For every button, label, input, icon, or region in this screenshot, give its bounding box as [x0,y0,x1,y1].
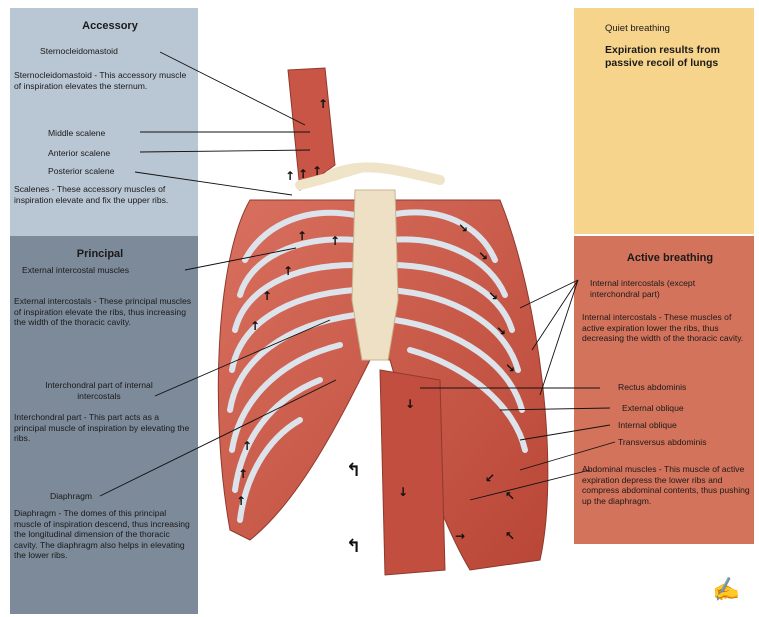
interchondral-label: Interchondral part of internal intercost… [34,380,164,401]
svg-text:↰: ↰ [346,536,361,557]
middle-scalene-label: Middle scalene [48,128,105,139]
external-intercostal-label: External intercostal muscles [22,265,129,276]
artist-signature: ✍ [710,576,741,605]
internal-intercostal-note: Internal intercostals - These muscles of… [582,312,752,344]
abdominal-muscles-note: Abdominal muscles - This muscle of activ… [582,464,752,506]
principal-header: Principal [50,248,150,260]
svg-text:↓: ↓ [398,485,408,499]
svg-text:↘: ↘ [488,289,498,303]
svg-text:↑: ↑ [250,319,260,333]
scm-note: Sternocleidomastoid - This accessory mus… [14,70,194,91]
active-header: Active breathing [610,252,730,264]
accessory-header: Accessory [60,20,160,32]
quiet-header: Quiet breathing [605,24,670,35]
scalenes-note: Scalenes - These accessory muscles of in… [14,184,192,205]
svg-text:↑: ↑ [283,264,293,278]
svg-text:↑: ↑ [312,164,322,178]
diaphragm-note: Diaphragm - The domes of this principal … [14,508,194,561]
sternum [352,190,398,360]
svg-text:↙: ↙ [485,471,495,485]
rectus-abdominis-label: Rectus abdominis [618,382,686,393]
anterior-scalene-label: Anterior scalene [48,148,110,159]
svg-text:↑: ↑ [297,229,307,243]
svg-text:↑: ↑ [238,467,248,481]
diaphragm-label: Diaphragm [50,491,92,502]
svg-text:↑: ↑ [330,234,340,248]
quiet-note: Expiration results from passive recoil o… [605,44,735,70]
svg-text:↑: ↑ [285,169,295,183]
internal-intercostal-label: Internal intercostals (except interchond… [590,278,740,299]
svg-text:↘: ↘ [505,361,515,375]
svg-text:↖: ↖ [505,529,515,543]
svg-text:↑: ↑ [262,289,272,303]
scm-label: Sternocleidomastoid [40,46,118,57]
svg-text:↑: ↑ [298,167,308,181]
transversus-abdominis-label: Transversus abdominis [618,437,707,448]
svg-text:→: → [455,529,465,543]
svg-text:↘: ↘ [496,324,506,338]
svg-text:↘: ↘ [458,221,468,235]
svg-text:↓: ↓ [405,397,415,411]
svg-text:↑: ↑ [236,494,246,508]
svg-text:↘: ↘ [478,249,488,263]
svg-text:↑: ↑ [318,97,328,111]
external-oblique-label: External oblique [622,403,684,414]
svg-text:↑: ↑ [242,439,252,453]
posterior-scalene-label: Posterior scalene [48,166,114,177]
internal-oblique-label: Internal oblique [618,420,677,431]
external-intercostal-note: External intercostals - These principal … [14,296,192,328]
svg-text:↰: ↰ [346,460,361,481]
interchondral-note: Interchondral part - This part acts as a… [14,412,192,444]
